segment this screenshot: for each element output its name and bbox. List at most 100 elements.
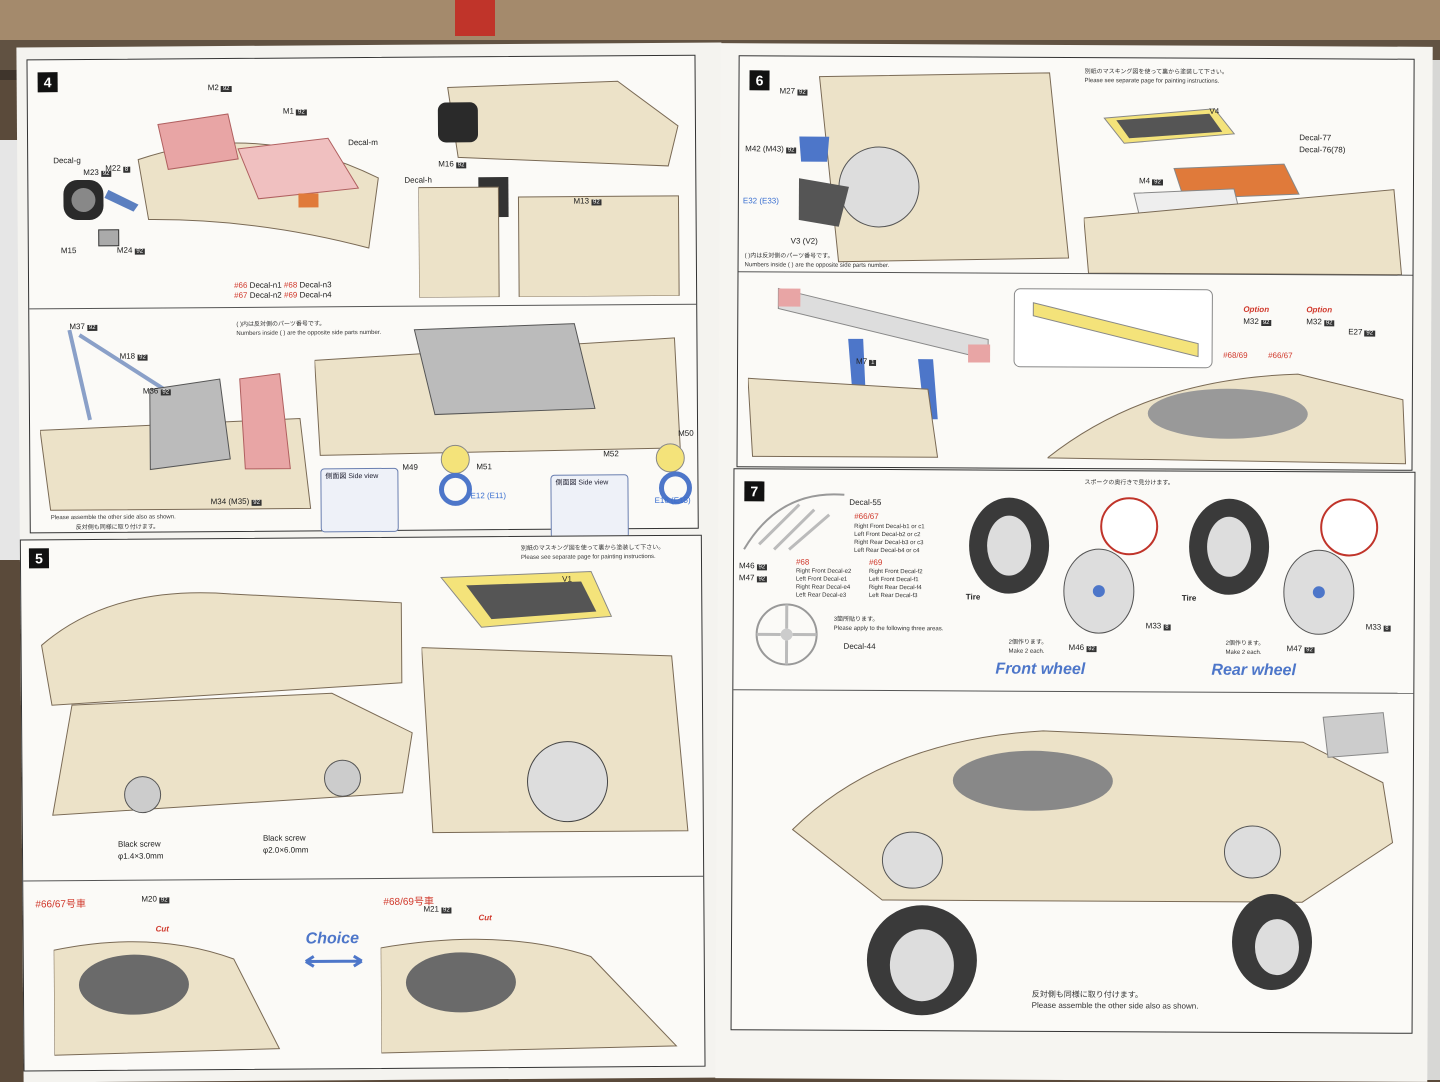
label-m34: M34 (M35)92 <box>210 496 262 507</box>
hood-66-illustration <box>53 941 281 1056</box>
make-note-en-front: Make 2 each. <box>1008 648 1045 655</box>
step-number: 4 <box>37 72 58 93</box>
apply-note-jp: 3箇所貼ります。 <box>833 616 879 623</box>
note-jp: ( )内は反対側のパーツ番号です。 <box>744 253 834 260</box>
mask-note-jp: 別紙のマスキング図を使って裏から塗装して下さい。 <box>1084 69 1228 76</box>
wheel-decal-illustration <box>755 603 818 666</box>
decal-68-row-2: Left Front Decal-e1 <box>795 576 848 583</box>
label-decal-44: Decal-44 <box>843 641 876 651</box>
step-5-divider <box>23 875 704 882</box>
decal-n-row-2: #67 Decal-n2 #69 Decal-n4 <box>234 290 332 300</box>
label-v4: V4 <box>1209 106 1220 116</box>
screw-label-2: Black screw <box>262 833 306 843</box>
assemble-note-jp: 反対側も同様に取り付けます。 <box>75 524 160 532</box>
cockpit-illustration <box>417 80 680 298</box>
label-m42: M42 (M43)92 <box>745 144 797 154</box>
step-4-divider <box>29 303 697 310</box>
double-arrow-icon <box>304 954 363 968</box>
label-m15: M15 <box>60 246 77 256</box>
side-intake-illustration <box>798 72 1070 263</box>
decal-69-row-3: Right Rear Decal-f4 <box>868 584 922 592</box>
rear-wheel-assembly <box>1189 498 1379 635</box>
decal-66-row-4: Left Rear Decal-b4 or c4 <box>854 547 920 555</box>
rear-wheel-title: Rear wheel <box>1211 661 1296 680</box>
rear-deck-illustration <box>1047 373 1407 465</box>
front-wheel-title: Front wheel <box>995 660 1086 679</box>
label-v1: V1 <box>562 574 572 584</box>
label-m51: M51 <box>476 462 492 472</box>
label-decal-76: Decal-76(78) <box>1299 145 1346 155</box>
label-m50: M50 <box>678 428 694 438</box>
body-assembly-illustration <box>41 592 413 816</box>
side-view-callout-left: 側面図 Side view <box>320 467 399 533</box>
decal-66-67-header: #66/67 <box>854 511 879 521</box>
car-66-67-label: #66/67号車 <box>35 899 87 911</box>
final-car-illustration <box>791 712 1394 1016</box>
window-v1-illustration <box>421 570 689 834</box>
note-en: Numbers inside ( ) are the opposite side… <box>744 262 890 270</box>
decal-68-row-1: Right Front Decal-e2 <box>795 568 852 575</box>
decal-68-row-3: Right Rear Decal-e4 <box>795 584 851 591</box>
screw-size-1: φ1.4×3.0mm <box>118 851 164 861</box>
decal-68-header: #68 <box>795 557 810 567</box>
steering-wheel-illustration <box>63 179 139 247</box>
mask-note-en: Please see separate page for painting in… <box>1084 78 1220 85</box>
label-e12: E12 (E11) <box>470 491 507 501</box>
make-note-jp-rear: 2個作ります。 <box>1225 640 1265 647</box>
brake-disc-left <box>438 444 472 506</box>
final-note-jp: 反対側も同様に取り付けます。 <box>1031 989 1143 1000</box>
assemble-note-en: Please assemble the other side also as s… <box>50 514 176 522</box>
step-7-divider <box>733 689 1414 694</box>
cut-label-right: Cut <box>478 913 492 923</box>
label-decal-g: Decal-g <box>53 156 81 166</box>
mask-note-jp: 別紙のマスキング図を使って裏から塗装して下さい。 <box>520 544 665 552</box>
final-note-en: Please assemble the other side also as s… <box>1031 1000 1199 1011</box>
screw-size-2: φ2.0×6.0mm <box>262 845 309 855</box>
red-object <box>455 0 495 36</box>
tire-label-rear: Tire <box>1181 593 1197 603</box>
decal-69-row-4: Left Rear Decal-f3 <box>868 592 918 600</box>
hood-68-illustration <box>380 938 678 1054</box>
tire-label-front: Tire <box>965 592 981 602</box>
mask-note-en: Please see separate page for painting in… <box>520 554 656 561</box>
label-decal-h: Decal-h <box>404 175 432 185</box>
wing-detail-callout <box>1013 288 1213 369</box>
make-note-jp-front: 2個作ります。 <box>1008 639 1048 646</box>
make-note-en-rear: Make 2 each. <box>1225 649 1262 656</box>
side-view-callout-right: 側面図 Side view <box>550 474 629 539</box>
rear-wing-illustration <box>747 287 991 458</box>
option-label-1: Option <box>1243 304 1270 315</box>
decal-n-row-1: #66 Decal-n1 #68 Decal-n3 <box>234 280 332 290</box>
step-7-panel: 7 スポークの奥行きで見分けます。 Decal-55 #66/67 Right … <box>730 468 1416 1034</box>
screw-label-1: Black screw <box>117 839 161 849</box>
label-decal-55: Decal-55 <box>849 497 882 507</box>
decal-68-row-4: Left Rear Decal-e3 <box>795 592 847 599</box>
engine-cover-illustration <box>1083 108 1403 276</box>
chassis-illustration <box>314 323 681 456</box>
front-wheel-assembly <box>969 497 1159 634</box>
label-v3: V3 (V2) <box>790 236 818 246</box>
option-label-2: Option <box>1306 305 1333 315</box>
dashboard-illustration <box>137 113 379 249</box>
label-decal-m: Decal-m <box>348 137 378 148</box>
choice-label: Choice <box>305 930 360 948</box>
